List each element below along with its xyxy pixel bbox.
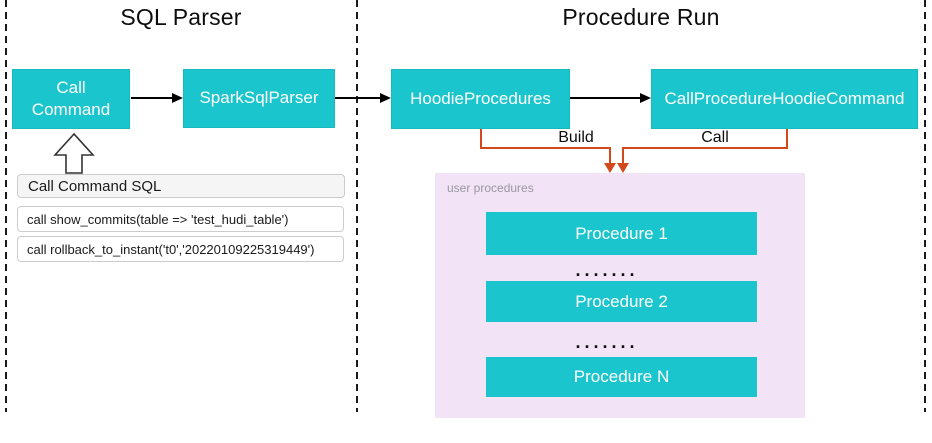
node-sparksqlparser: SparkSqlParser	[183, 69, 335, 128]
section-title-sql-parser: SQL Parser	[120, 4, 242, 30]
node-procedure-n: Procedure N	[486, 357, 757, 397]
arrow-procedures-to-command-head-icon	[640, 93, 651, 103]
node-procedure-1: Procedure 1	[486, 212, 757, 255]
sql-example-1: call show_commits(table => 'test_hudi_ta…	[17, 206, 344, 232]
build-edge-label: Build	[558, 129, 594, 146]
arrow-callcommand-to-parser-head-icon	[172, 93, 183, 103]
node-call-command-label: Call Command	[31, 77, 111, 119]
node-hoodieprocedures: HoodieProcedures	[391, 69, 570, 129]
section-title-procedure-run: Procedure Run	[562, 4, 720, 30]
arrow-parser-to-procedures-line	[335, 97, 380, 99]
build-arrow-head-icon	[604, 163, 616, 173]
user-procedures-label: user procedures	[447, 181, 534, 195]
node-procedure-2-label: Procedure 2	[575, 291, 668, 311]
arrow-procedures-to-command-line	[570, 97, 640, 99]
node-procedure-2: Procedure 2	[486, 281, 757, 322]
section-divider-middle	[356, 0, 358, 412]
node-call-command: Call Command	[12, 69, 130, 129]
arrow-callcommand-to-parser-line	[131, 97, 172, 99]
build-edge-horizontal-segment	[480, 147, 611, 149]
ellipsis-dots-2: .......	[575, 332, 639, 352]
build-edge-tail-segment	[609, 147, 611, 164]
node-hoodieprocedures-label: HoodieProcedures	[410, 88, 551, 108]
call-edge-tail-segment	[622, 147, 624, 164]
user-procedures-group: user procedures Procedure 1 ....... Proc…	[435, 173, 805, 418]
sql-example-2: call rollback_to_instant('t0','202201092…	[17, 236, 344, 262]
arrow-parser-to-procedures-head-icon	[380, 93, 391, 103]
node-sparksqlparser-label: SparkSqlParser	[199, 88, 319, 108]
ellipsis-dots-1: .......	[575, 260, 639, 280]
call-edge-label: Call	[701, 129, 729, 146]
call-edge-horizontal-segment	[622, 147, 788, 149]
call-edge-drop-segment	[786, 129, 788, 148]
node-callprocedurehoodiecommand-label: CallProcedureHoodieCommand	[664, 88, 905, 108]
build-edge-drop-segment	[480, 129, 482, 148]
section-divider-right	[924, 0, 926, 412]
sql-panel-header: Call Command SQL	[17, 174, 345, 198]
call-arrow-head-icon	[617, 163, 629, 173]
node-procedure-1-label: Procedure 1	[575, 223, 668, 243]
up-arrow-icon	[53, 132, 95, 174]
node-callprocedurehoodiecommand: CallProcedureHoodieCommand	[651, 69, 918, 129]
node-procedure-n-label: Procedure N	[573, 367, 670, 386]
section-divider-left	[5, 0, 7, 412]
